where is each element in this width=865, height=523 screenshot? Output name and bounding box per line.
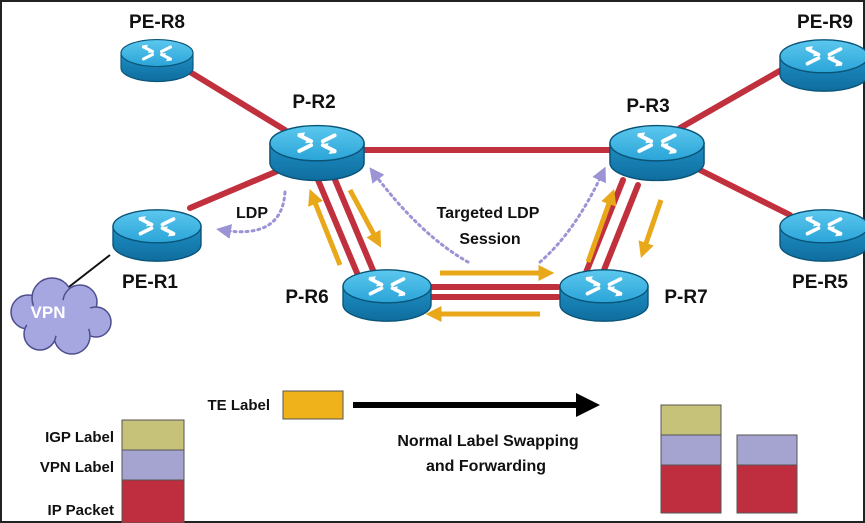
link-r8-r2 [187,69,288,133]
router-p-r6 [341,268,433,323]
ip-packet-block [736,464,798,514]
label-p-r3: P-R3 [626,96,669,117]
ip-packet-block [121,479,185,523]
te-label-text: TE Label [207,397,270,414]
ip-packet-text: IP Packet [48,502,114,519]
ldp-label: LDP [236,205,268,222]
label-p-r2: P-R2 [292,92,335,113]
targeted-ldp-label-line1: Targeted LDP [437,205,540,222]
te-label-block [282,390,344,420]
link-r3-r7-b [597,182,641,283]
swap-label-line2: and Forwarding [426,458,546,475]
vpn-label-block [660,434,722,466]
label-pe-r5: PE-R5 [792,272,848,293]
ldp-arrow [216,190,287,239]
arrow-icon [347,188,382,248]
packet-legend: IGP Label VPN Label IP Packet [40,419,185,523]
router-icon [341,268,433,323]
vpn-label-block [736,434,798,466]
link-r2-r6-a [315,177,363,283]
link-r3-r9 [677,62,793,131]
vpn-label-text: VPN Label [40,459,114,476]
router-icon [270,126,364,181]
router-pe-r1 [111,208,203,263]
ip-packet-block [660,464,722,514]
label-pe-r8: PE-R8 [129,12,185,33]
label-pe-r1: PE-R1 [122,272,178,293]
packet-stack-with-te [660,404,722,514]
router-icon [111,208,203,263]
router-pe-r8 [119,38,195,83]
targeted-ldp-label-line2: Session [459,231,520,248]
router-icon [610,126,704,181]
te-flow-arrows [308,188,664,323]
router-pe-r5 [778,208,865,263]
igp-label-block [121,419,185,451]
vpn-cloud: VPN [10,277,112,355]
links [187,62,793,300]
router-icon [558,268,650,323]
router-icon [778,38,865,93]
cloud-icon [10,277,112,355]
link-r3-r5 [697,167,793,218]
router-p-r3 [610,126,704,181]
label-p-r7: P-R7 [664,287,707,308]
te-label-group: TE Label [207,390,344,420]
link-r2-r1 [187,167,283,211]
router-icon [778,208,865,263]
arrow-icon [638,199,664,259]
router-p-r2 [270,126,364,181]
label-pe-r9: PE-R9 [797,12,853,33]
arrow-icon [308,189,343,266]
targeted-ldp-right-arrow [538,166,606,264]
swap-label-line1: Normal Label Swapping [397,433,578,450]
igp-label-text: IGP Label [45,429,114,446]
igp-label-block [660,404,722,436]
arrow-icon [585,188,617,263]
vpn-link [64,254,111,291]
link-r2-r6-b [330,172,378,278]
ldp-arrows [216,166,606,264]
targeted-ldp-left-arrow [369,167,470,264]
packet-stack-without-te [736,434,798,514]
vpn-label: VPN [31,303,66,322]
label-p-r6: P-R6 [285,287,328,308]
router-p-r7 [558,268,650,323]
vpn-label-block [121,449,185,481]
router-pe-r9 [778,38,865,93]
router-icon [119,38,195,83]
